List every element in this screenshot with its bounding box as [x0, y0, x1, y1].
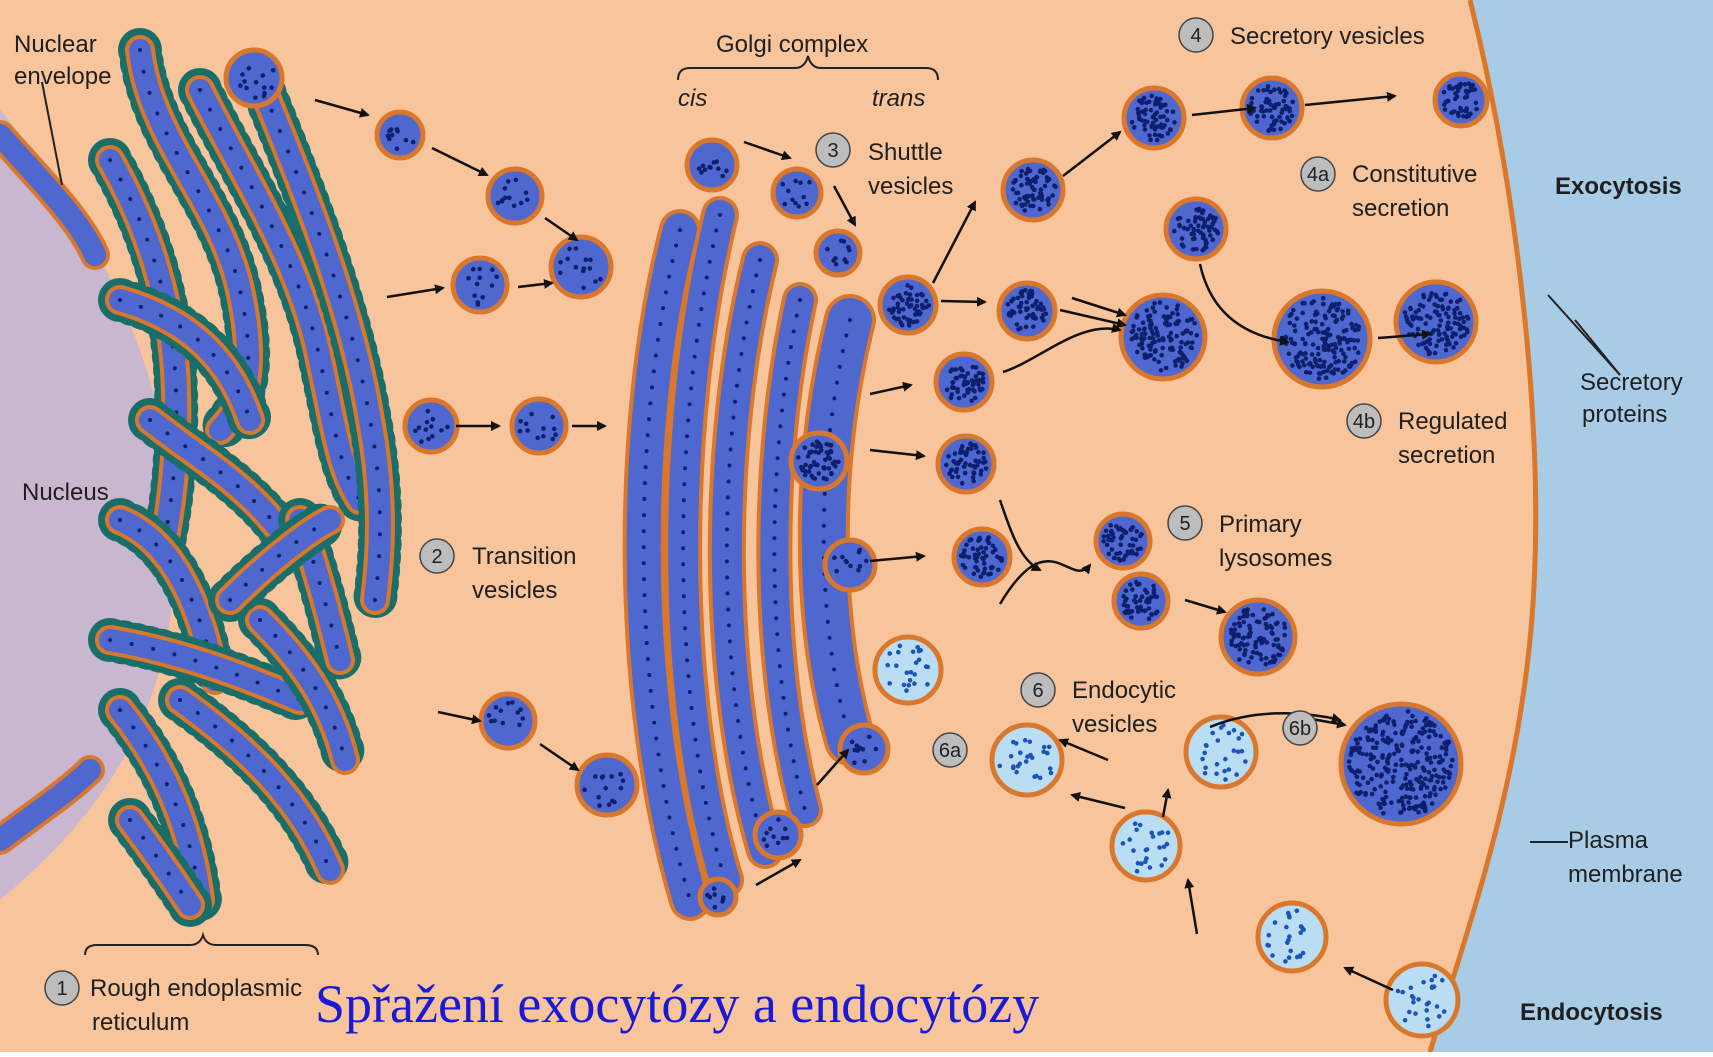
trans-label: trans — [872, 85, 925, 112]
step-6b: 6b — [1283, 711, 1317, 745]
vesicle — [551, 237, 611, 297]
arrow — [941, 301, 985, 302]
vesicle — [1096, 514, 1150, 568]
vesicle — [791, 433, 847, 489]
vesicle — [825, 540, 875, 590]
vesicle — [816, 231, 860, 275]
endocytic-vesicle — [1112, 812, 1180, 880]
nucleus-label: Nucleus — [22, 479, 109, 506]
vesicle — [577, 755, 637, 815]
step-4a-line1: Constitutive — [1352, 161, 1477, 188]
step-6b-number: 6b — [1289, 718, 1311, 740]
step-2-line2: vesicles — [472, 577, 557, 604]
vesicle — [1114, 574, 1168, 628]
endocytic-vesicle — [992, 725, 1062, 795]
endocytic-vesicle — [875, 637, 941, 703]
step-5-number: 5 — [1179, 513, 1190, 535]
step-3-line2: vesicles — [868, 173, 953, 200]
golgi-complex-label: Golgi complex — [716, 31, 868, 58]
vesicle — [488, 169, 542, 223]
nuclear-envelope-label-line2: envelope — [14, 63, 111, 90]
vesicle — [1121, 295, 1205, 379]
vesicle — [999, 283, 1055, 339]
vesicle — [453, 258, 507, 312]
vesicle — [954, 529, 1010, 585]
step-6a-number: 6a — [939, 740, 962, 762]
secretory-proteins-label-line2: proteins — [1582, 401, 1667, 428]
golgi-cisterna — [824, 320, 850, 740]
step-4-number: 4 — [1190, 25, 1201, 47]
step-6-line1: Endocytic — [1072, 677, 1176, 704]
vesicle — [755, 812, 801, 858]
vesicle — [1435, 74, 1487, 126]
cis-label: cis — [678, 85, 707, 112]
step-2-number: 2 — [431, 546, 442, 568]
vesicle — [1003, 160, 1063, 220]
endocytic-vesicle — [1186, 717, 1256, 787]
secretory-proteins-label-line1: Secretory — [1580, 369, 1683, 396]
vesicle — [840, 725, 888, 773]
vesicle — [377, 112, 423, 158]
vesicle — [936, 354, 992, 410]
vesicle — [700, 879, 736, 915]
page-title: Spřažení exocytózy a endocytózy — [315, 974, 1039, 1034]
step-4b-number: 4b — [1353, 411, 1375, 433]
vesicle — [1221, 600, 1295, 674]
vesicle — [773, 169, 821, 217]
step-6a: 6a — [933, 733, 967, 767]
vesicle — [1396, 282, 1476, 362]
vesicle — [481, 694, 535, 748]
step-4a-number: 4a — [1307, 164, 1330, 186]
step-3-line1: Shuttle — [868, 139, 943, 166]
vesicle — [1341, 704, 1461, 824]
plasma-membrane-label-line1: Plasma — [1568, 827, 1649, 854]
step-4b-line2: secretion — [1398, 442, 1495, 469]
vesicle — [687, 140, 737, 190]
step-4-line1: Secretory vesicles — [1230, 23, 1425, 50]
step-4b-line1: Regulated — [1398, 408, 1507, 435]
step-4a-line2: secretion — [1352, 195, 1449, 222]
endocytic-vesicle — [1386, 964, 1458, 1036]
vesicle — [880, 277, 936, 333]
vesicle — [1166, 199, 1226, 259]
vesicle — [405, 400, 457, 452]
vesicle — [512, 399, 566, 453]
step-5-line2: lysosomes — [1219, 545, 1332, 572]
step-1-line1: Rough endoplasmic — [90, 975, 302, 1002]
step-6-line2: vesicles — [1072, 711, 1157, 738]
step-5-line1: Primary — [1219, 511, 1302, 538]
nuclear-envelope-label-line1: Nuclear — [14, 31, 97, 58]
endocytic-vesicle — [1258, 903, 1326, 971]
vesicle — [226, 50, 282, 106]
step-1-line2: reticulum — [92, 1009, 189, 1036]
vesicle — [1274, 291, 1370, 387]
step-2-line1: Transition — [472, 543, 576, 570]
vesicle — [1124, 88, 1184, 148]
vesicle — [938, 436, 994, 492]
step-6-number: 6 — [1032, 680, 1043, 702]
step-1-number: 1 — [56, 978, 67, 1000]
plasma-membrane-label-line2: membrane — [1568, 861, 1683, 888]
endocytosis-label: Endocytosis — [1520, 999, 1663, 1026]
step-3-number: 3 — [827, 140, 838, 162]
exocytosis-label: Exocytosis — [1555, 173, 1682, 200]
